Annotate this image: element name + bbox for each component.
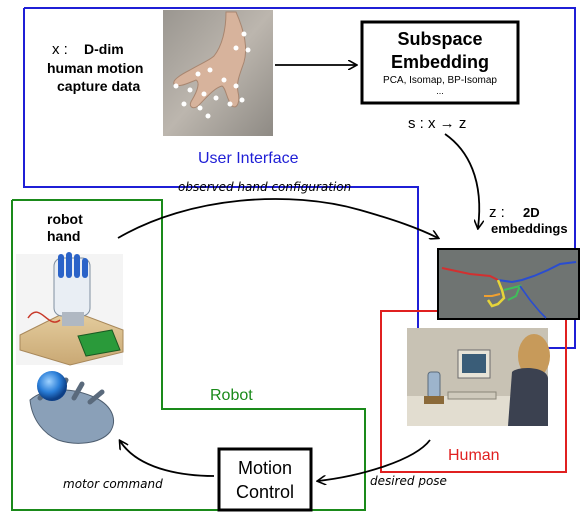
robot-label: Robot [210,387,253,404]
subspace-embedding-box [360,20,520,105]
motion-control-line2: Control [235,482,295,502]
robot-hand-board-image [16,252,124,366]
subspace-title-line2: Embedding [391,52,489,72]
motor-command-label: motor command [63,477,163,491]
hand-capture-image [163,10,273,136]
input-x-symbol: x : [52,41,68,58]
robot-hand-line1: robot [47,211,83,227]
human-operator-image [407,328,550,426]
input-line3: capture data [57,78,141,94]
robot-hand-line2: hand [47,228,81,244]
human-label: Human [448,447,500,464]
embeddings-line1: 2D [523,205,540,220]
robot-hand-ball-image [16,370,123,450]
arrow-mapping-to-embeddings [444,133,479,228]
subspace-ellipsis: ... [436,86,444,96]
arrow-desired-pose [318,439,431,481]
arrow-motor-command [120,441,215,477]
embeddings-line2: embeddings [491,221,568,236]
observed-hand-label: observed hand configuration [178,180,352,194]
motion-control-box [217,447,313,512]
subspace-title-line1: Subspace [397,29,483,49]
embedding-plot [437,248,580,320]
motion-control-line1: Motion [237,458,293,478]
mapping-label: s : x → z [408,115,467,132]
input-dim-label: D-dim [84,41,124,57]
arrow-observed-hand [117,198,438,238]
subspace-methods: PCA, Isomap, BP-Isomap [383,75,497,86]
desired-pose-label: desired pose [370,474,447,488]
robot-boundary [11,199,366,511]
user-interface-label: User Interface [198,150,299,167]
embeddings-z-symbol: z : [489,204,505,221]
input-line2: human motion [47,60,144,76]
